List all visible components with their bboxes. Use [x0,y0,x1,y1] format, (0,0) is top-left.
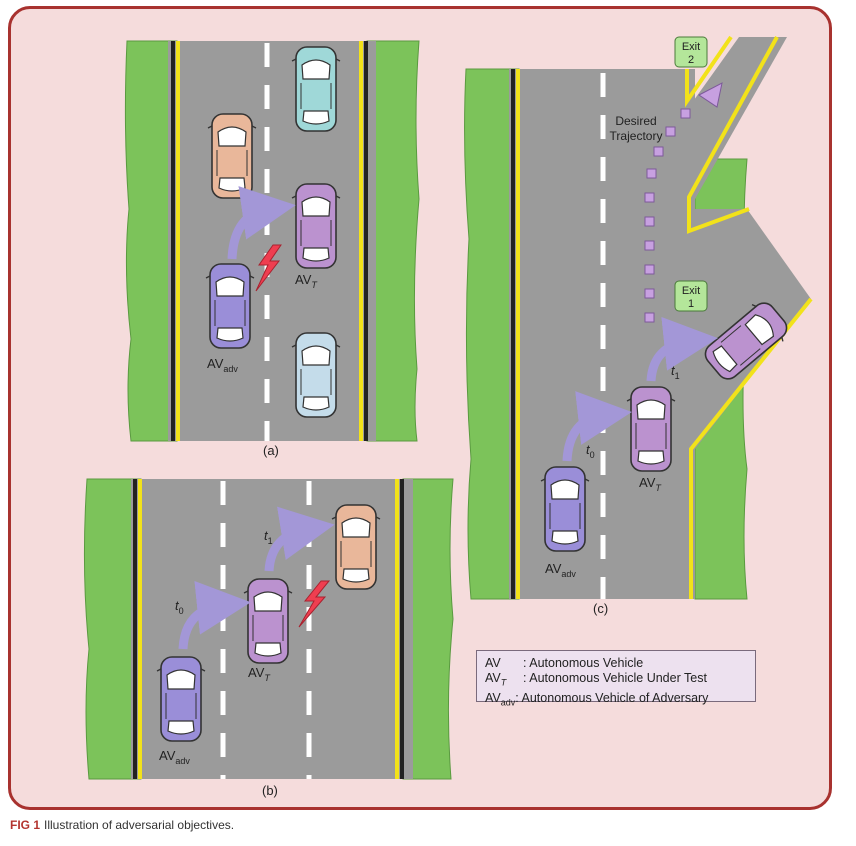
arrow-b2 [264,506,335,572]
exit1-line2: 1 [688,298,694,310]
grass-left-b [83,478,142,780]
legend-row-2: AVT: Autonomous Vehicle Under Test [485,671,707,688]
svg-text:AVT: AVT [639,475,662,493]
trajectory-label-line2: Trajectory [610,129,663,143]
legend-box: AV: Autonomous Vehicle AVT: Autonomous V… [476,650,756,707]
exit-sign-1 [674,280,708,312]
svg-text:t1: t1 [264,528,273,546]
label-t0-c: t [586,442,591,457]
figure-canvas: AVT AVadv (a) t0 t1 AVT AVadv (b) [83,35,813,798]
grass-left-a [124,40,178,442]
svg-text:AVadv: AVadv [207,356,238,374]
collision-bolt-icon [255,244,282,292]
panel-b: t0 t1 AVT AVadv (b) [83,478,454,798]
arrow-b1 [178,580,251,650]
exit-sign-2 [674,36,708,68]
car-av-adv-c [540,466,590,552]
car-lightblue-a [291,332,341,418]
arrow-a [227,186,296,260]
caption-text: Illustration of adversarial objectives. [44,818,235,832]
svg-text:AVT: AVT [295,272,318,290]
svg-text:t1: t1 [671,363,680,381]
trajectory-label-line1: Desired [615,114,656,128]
trajectory-arrowhead-icon [698,82,723,108]
label-av-adv-b: AV [159,748,176,763]
desired-trajectory [644,82,723,323]
label-t1-b: t [264,528,269,543]
legend-row-1: AV: Autonomous Vehicle [485,656,644,670]
panel-label-b: (b) [262,783,278,798]
caption-fig-label: FIG 1 [10,818,41,832]
car-av-t-c [626,386,676,472]
arrow-c1 [562,391,632,462]
car-peach-a [207,113,257,199]
label-t0-b: t [175,598,180,613]
svg-text:t0: t0 [175,598,184,616]
label-av-t-b: AV [248,665,265,680]
grass-right-b [402,478,454,780]
grass-right-a [366,40,420,442]
car-peach-b [331,504,381,590]
panel-label-c: (c) [593,601,608,616]
label-av-adv-c: AV [545,561,562,576]
panel-label-a: (a) [263,443,279,458]
car-av-adv-a [205,263,255,349]
collision-bolt-icon [298,580,331,628]
svg-text:AVadv: AVadv [545,561,576,579]
label-av-t-c: AV [639,475,656,490]
road-a [168,41,376,441]
svg-text:AVT: AVT [248,665,271,683]
svg-text:AVadv: AVadv [159,748,190,766]
car-cyan-a [291,46,341,132]
panel-a: AVT AVadv (a) [124,40,420,458]
figure-frame: AVT AVadv (a) t0 t1 AVT AVadv (b) [8,6,832,810]
grass-left-c [464,68,520,600]
car-av-t-b [243,578,293,664]
panel-c: Exit 2 Exit 1 Desired Trajectory t0 t1 A… [464,35,813,616]
svg-text:t0: t0 [586,442,595,460]
label-av-t-a: AV [295,272,312,287]
car-av-adv-b [156,656,206,742]
label-t1-c: t [671,363,676,378]
legend-row-3: AVadv: Autonomous Vehicle of Adversary [485,690,709,708]
car-av-t-a [291,183,341,269]
exit1-line1: Exit [682,285,700,297]
label-av-adv-a: AV [207,356,224,371]
exit2-line2: 2 [688,54,694,66]
arrow-c2 [646,316,718,382]
exit2-line1: Exit [682,41,700,53]
